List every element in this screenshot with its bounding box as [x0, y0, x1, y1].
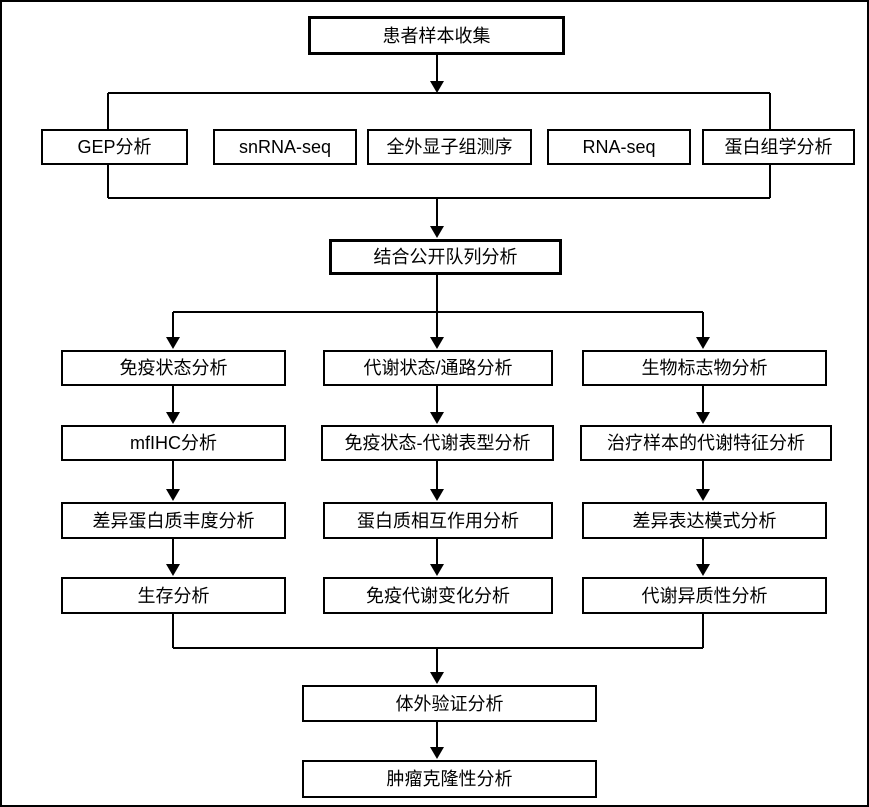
- node-biomarker-analysis: 生物标志物分析: [582, 350, 827, 386]
- node-gep-analysis: GEP分析: [41, 129, 188, 165]
- node-snrna-seq: snRNA-seq: [213, 129, 357, 165]
- node-differential-expression-pattern-analysis: 差异表达模式分析: [582, 502, 827, 539]
- node-immune-metabolic-change-analysis: 免疫代谢变化分析: [323, 577, 553, 614]
- connector-merge-bus: [172, 614, 704, 649]
- node-immune-status-analysis: 免疫状态分析: [61, 350, 286, 386]
- node-tumor-clonality-analysis: 肿瘤克隆性分析: [302, 760, 597, 798]
- arrow-shafts: [172, 55, 704, 750]
- node-protein-interaction-analysis: 蛋白质相互作用分析: [323, 502, 553, 539]
- node-patient-sample-collection: 患者样本收集: [308, 16, 565, 55]
- node-public-cohort-analysis: 结合公开队列分析: [329, 239, 562, 275]
- node-whole-exome-sequencing: 全外显子组测序: [367, 129, 532, 165]
- node-survival-analysis: 生存分析: [61, 577, 286, 614]
- node-metabolic-status-pathway-analysis: 代谢状态/通路分析: [323, 350, 553, 386]
- node-proteomics-analysis: 蛋白组学分析: [702, 129, 855, 165]
- node-in-vitro-validation-analysis: 体外验证分析: [302, 685, 597, 722]
- node-metabolic-heterogeneity-analysis: 代谢异质性分析: [582, 577, 827, 614]
- node-mfihc-analysis: mfIHC分析: [61, 425, 286, 461]
- node-treatment-sample-metabolic-feature-analysis: 治疗样本的代谢特征分析: [580, 425, 832, 461]
- node-immune-metabolic-phenotype-analysis: 免疫状态-代谢表型分析: [321, 425, 554, 461]
- node-rna-seq: RNA-seq: [547, 129, 691, 165]
- node-differential-protein-abundance-analysis: 差异蛋白质丰度分析: [61, 502, 286, 539]
- arrowheads: [166, 81, 710, 759]
